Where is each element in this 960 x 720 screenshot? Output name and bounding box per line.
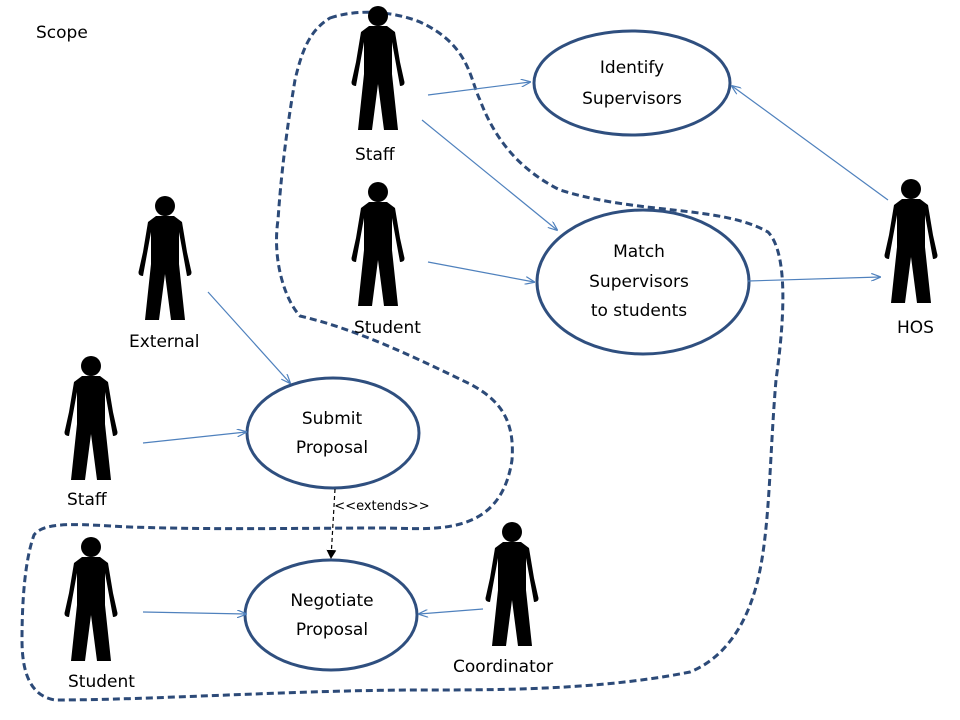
scope-boundary [20,10,785,702]
actor-hos-icon [884,179,938,303]
identify-label-1: Identify [600,58,664,78]
use-case-submit-proposal[interactable] [245,376,421,490]
assoc-hos-identify [732,86,889,201]
extends-label: <<extends>> [334,499,429,514]
actor-student-mid-icon [351,182,405,306]
negotiate-label-1: Negotiate [290,591,373,611]
assoc-coordinator-negotiate [419,608,484,614]
actor-staff-left-label: Staff [67,490,108,510]
match-label-3: to students [591,301,687,321]
actor-student-bottom-label: Student [68,672,135,692]
actor-external-icon [138,196,192,320]
assoc-staff-submit [142,432,246,444]
assoc-external-submit [207,291,290,383]
match-label-1: Match [613,242,665,262]
assoc-staff-match [421,119,557,230]
use-case-match-supervisors[interactable] [535,208,751,356]
assoc-student-negotiate [142,612,246,614]
actor-student-mid-label: Student [354,318,421,338]
match-label-2: Supervisors [589,272,689,292]
submit-label-1: Submit [302,409,363,429]
actor-student-bottom-icon [64,537,118,661]
actor-hos-label: HOS [897,318,934,338]
use-case-identify-supervisors[interactable] [532,29,732,137]
actor-coordinator-icon [485,522,539,646]
assoc-match-hos [747,277,880,282]
submit-label-2: Proposal [296,438,368,458]
actor-external-label: External [129,332,200,352]
assoc-student-match [427,261,534,282]
actor-staff-top-label: Staff [355,145,396,165]
actor-coordinator-label: Coordinator [453,657,553,677]
actor-staff-top-icon [351,6,405,130]
negotiate-label-2: Proposal [296,620,368,640]
identify-label-2: Supervisors [582,89,682,109]
use-case-negotiate-proposal[interactable] [243,558,419,672]
scope-label: Scope [36,23,88,43]
extends-arrow [326,488,337,559]
assoc-staff-identify [427,82,530,96]
actor-staff-left-icon [64,356,118,480]
